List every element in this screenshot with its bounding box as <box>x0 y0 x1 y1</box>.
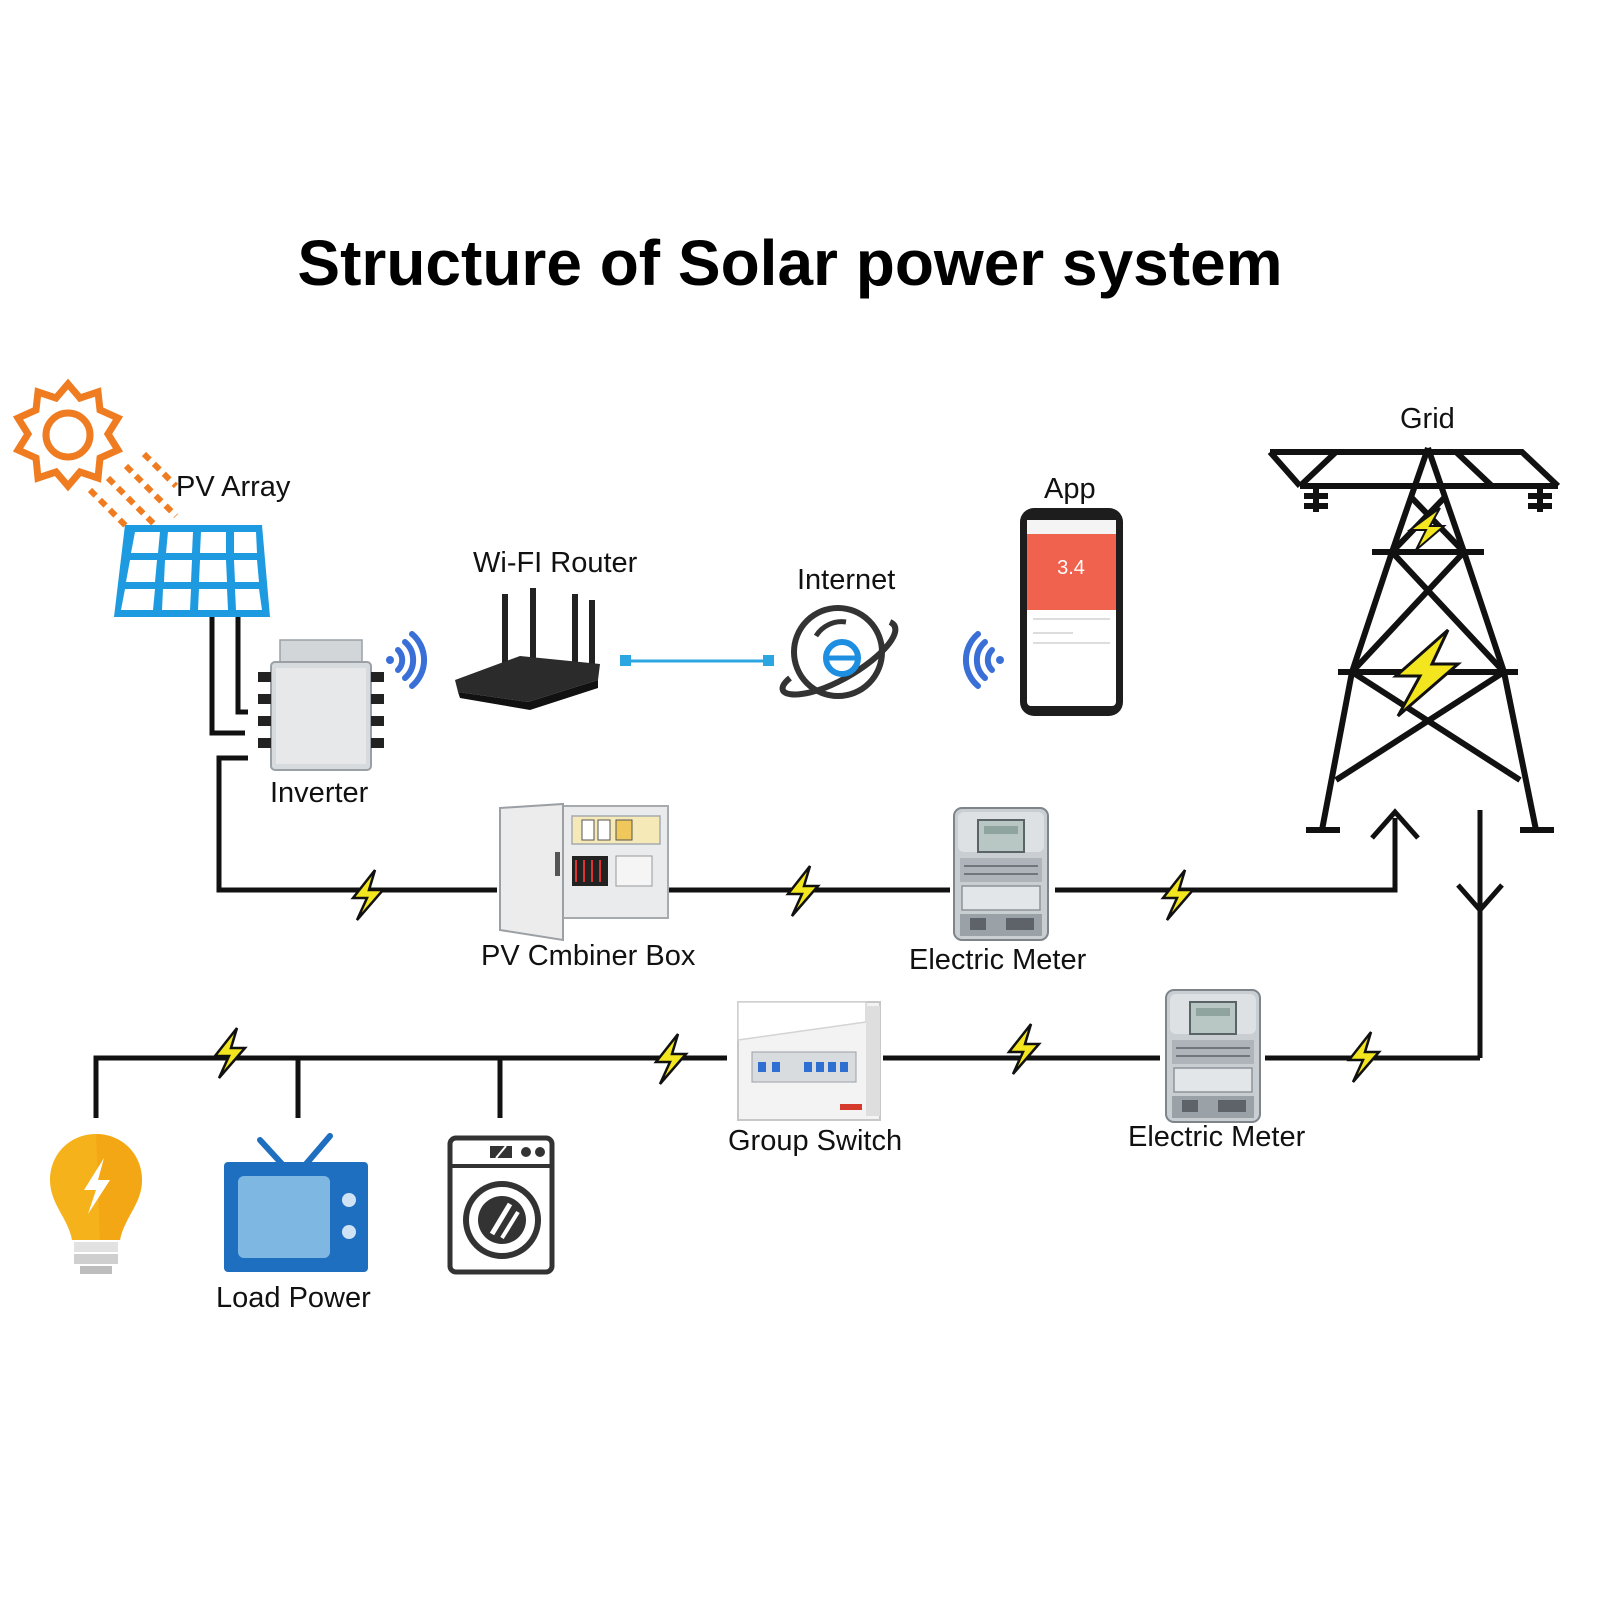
combiner-box-label: PV Cmbiner Box <box>481 940 696 972</box>
electric-meter-top-label: Electric Meter <box>909 944 1087 976</box>
app-label: App <box>1044 473 1096 505</box>
wifi-router-icon <box>455 588 600 710</box>
internet-globe-icon <box>779 605 899 699</box>
group-switch-label: Group Switch <box>728 1125 902 1157</box>
smartphone-icon <box>1020 508 1123 716</box>
lightning-bolt-icon <box>654 1032 688 1086</box>
wifi-signal-icon <box>386 631 428 689</box>
inverter-label: Inverter <box>270 777 369 809</box>
combiner-box-icon <box>499 802 669 942</box>
electric-meter-bottom-label: Electric Meter <box>1128 1121 1306 1153</box>
transmission-tower-icon <box>1267 447 1561 833</box>
app-reading-value: 3.4 <box>1057 557 1085 579</box>
load-power-label: Load Power <box>216 1282 371 1314</box>
light-bulb-icon <box>50 1134 142 1274</box>
diagram-title: Structure of Solar power system <box>297 227 1282 299</box>
network-link <box>620 655 774 666</box>
pv-array-label: PV Array <box>176 471 291 503</box>
washing-machine-icon <box>447 1135 555 1275</box>
electric-meter-icon <box>1165 989 1261 1123</box>
wifi-router-label: Wi-FI Router <box>473 547 638 579</box>
television-icon <box>224 1133 368 1272</box>
lightning-bolt-icon <box>1007 1022 1041 1076</box>
lightning-bolt-icon <box>1347 1030 1381 1084</box>
grid-label: Grid <box>1400 403 1455 435</box>
wifi-signal-icon <box>962 631 1004 689</box>
sun-icon <box>12 378 124 492</box>
lightning-bolt-icon <box>351 868 385 922</box>
tower-lightning <box>1392 507 1463 718</box>
micro-inverter-icon <box>258 639 384 771</box>
lightning-bolt-icon <box>213 1026 247 1080</box>
internet-label: Internet <box>797 564 895 596</box>
lightning-bolt-icon <box>1161 868 1195 922</box>
solar-panel-icon <box>114 525 270 617</box>
lightning-bolt-icon <box>786 864 820 918</box>
breaker-panel-icon <box>737 1001 881 1121</box>
electric-meter-icon <box>953 807 1049 941</box>
